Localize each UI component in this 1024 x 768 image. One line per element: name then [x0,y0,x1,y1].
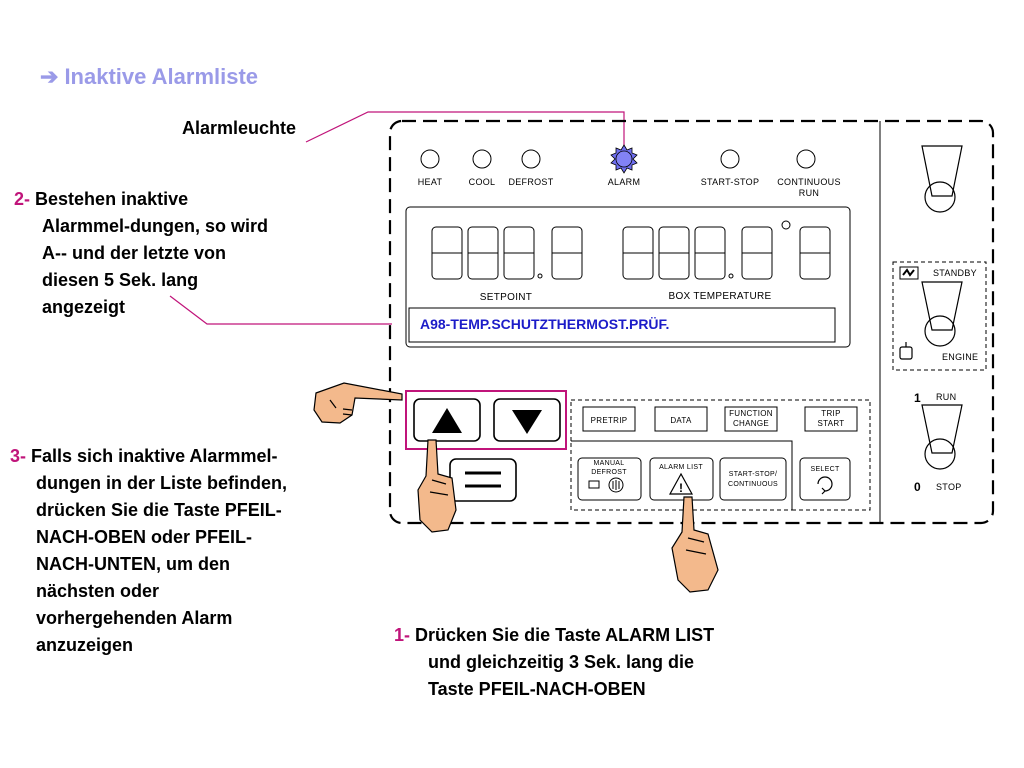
arrow-keys-highlight [405,390,567,450]
arrow-right-icon: ➔ [40,64,59,89]
defrost-label: DEFROST [508,177,553,187]
trip-start-key[interactable] [804,406,858,432]
step-2-line: A-- und der letzte von [42,243,226,263]
led-defrost [521,149,541,169]
alarm-light-label: Alarmleuchte [182,118,297,138]
alarm-led-label: ALARM [608,177,641,187]
step-3-line: dungen in der Liste befinden, [36,473,288,493]
step-2-number: 2- [14,189,31,209]
message-display-box [408,307,836,343]
hand-pointer-icon [671,496,719,593]
engine-icon [899,342,913,360]
step-2-line: 2- Bestehen inaktive [14,189,189,209]
start-stop-label: START-STOP [701,177,760,187]
start-stop-key-label: START-STOP/ [729,471,777,478]
alarm-callout-line [305,111,625,150]
alarm-list-key[interactable] [649,457,714,501]
svg-text:!: ! [679,481,683,495]
step-3-line: drücken Sie die Taste PFEIL- [36,500,282,520]
trip-label: TRIP [821,409,840,418]
top-switch [921,145,963,213]
pretrip-label: PRETRIP [591,416,628,425]
step-2-line: diesen 5 Sek. lang [42,270,199,290]
continuous-key-label: CONTINUOUS [728,481,778,488]
arrow-up-key[interactable] [413,398,481,442]
standby-plug-icon [899,266,919,280]
step-3-number: 3- [10,446,27,466]
alarm-list-label: ALARM LIST [659,464,703,471]
step-1-line: und gleichzeitig 3 Sek. lang die [428,652,695,672]
step-2-line: angezeigt [42,297,126,317]
step-1-line: Taste PFEIL-NACH-OBEN [428,679,646,699]
hand-pointer-icon [417,439,457,533]
hand-pointer-icon [313,382,403,424]
select-label: SELECT [810,466,839,473]
step-3-text: 3- Falls sich inaktive Alarmmel- dungen … [10,443,360,659]
change-label: CHANGE [733,419,769,428]
continuous-label: CONTINUOUS [777,177,841,187]
step-2-line: Alarmmel-dungen, so wird [42,216,269,236]
step-3-line: anzuzeigen [36,635,134,655]
cool-label: COOL [469,177,496,187]
page-title-text: Inaktive Alarmliste [64,64,259,89]
message-callout-line [169,295,392,325]
run-stop-switch [921,404,963,470]
start-label: START [818,419,845,428]
standby-engine-group [892,261,987,371]
start-stop-continuous-key[interactable] [719,457,787,501]
alarm-message-text: A98-TEMP.SCHUTZTHERMOST.PRÜF. [420,316,670,332]
step-1-number: 1- [394,625,411,645]
data-key[interactable] [654,406,708,432]
step-3-line: 3- Falls sich inaktive Alarmmel- [10,446,278,466]
led-alarm [610,144,638,174]
warning-icon: ! [668,472,694,495]
step-1-text: 1- Drücken Sie die Taste ALARM LIST und … [394,622,814,703]
engine-label: ENGINE [942,352,978,362]
data-label: DATA [670,416,692,425]
function-label: FUNCTION [729,409,773,418]
stop-label: STOP [936,482,962,492]
led-continuous [796,149,816,169]
standby-engine-switch [921,281,963,347]
pretrip-key[interactable] [582,406,636,432]
cycle-icon [817,476,833,495]
run-indicator-label: RUN [799,188,819,198]
box-temperature-label: BOX TEMPERATURE [668,291,771,302]
step-3-line: NACH-UNTEN, um den [36,554,230,574]
standby-label: STANDBY [933,268,977,278]
step-3-line: vorhergehenden Alarm [36,608,233,628]
function-change-key[interactable] [724,406,778,432]
heat-label: HEAT [418,177,443,187]
page-title: ➔Inaktive Alarmliste [40,64,258,90]
led-heat [420,149,440,169]
step-1-line: 1- Drücken Sie die Taste ALARM LIST [394,625,715,645]
menu-key[interactable] [449,458,517,502]
run-label: RUN [936,392,956,402]
step-3-line: nächsten oder [36,581,160,601]
select-key[interactable] [799,457,851,501]
manual-defrost-key[interactable] [577,457,642,501]
seven-segment-left [431,226,583,280]
manual-defrost-label: DEFROST [591,469,627,476]
display-window [405,206,851,348]
step-3-line: NACH-OBEN oder PFEIL- [36,527,252,547]
seven-segment-right [622,220,831,280]
defrost-icon [588,477,624,493]
setpoint-label: SETPOINT [480,292,532,303]
led-start-stop [720,149,740,169]
manual-label: MANUAL [594,460,625,467]
arrow-down-key[interactable] [493,398,561,442]
led-cool [472,149,492,169]
step-2-text: 2- Bestehen inaktive Alarmmel-dungen, so… [14,186,344,321]
stop-number: 0 [914,480,921,494]
run-number: 1 [914,391,921,405]
